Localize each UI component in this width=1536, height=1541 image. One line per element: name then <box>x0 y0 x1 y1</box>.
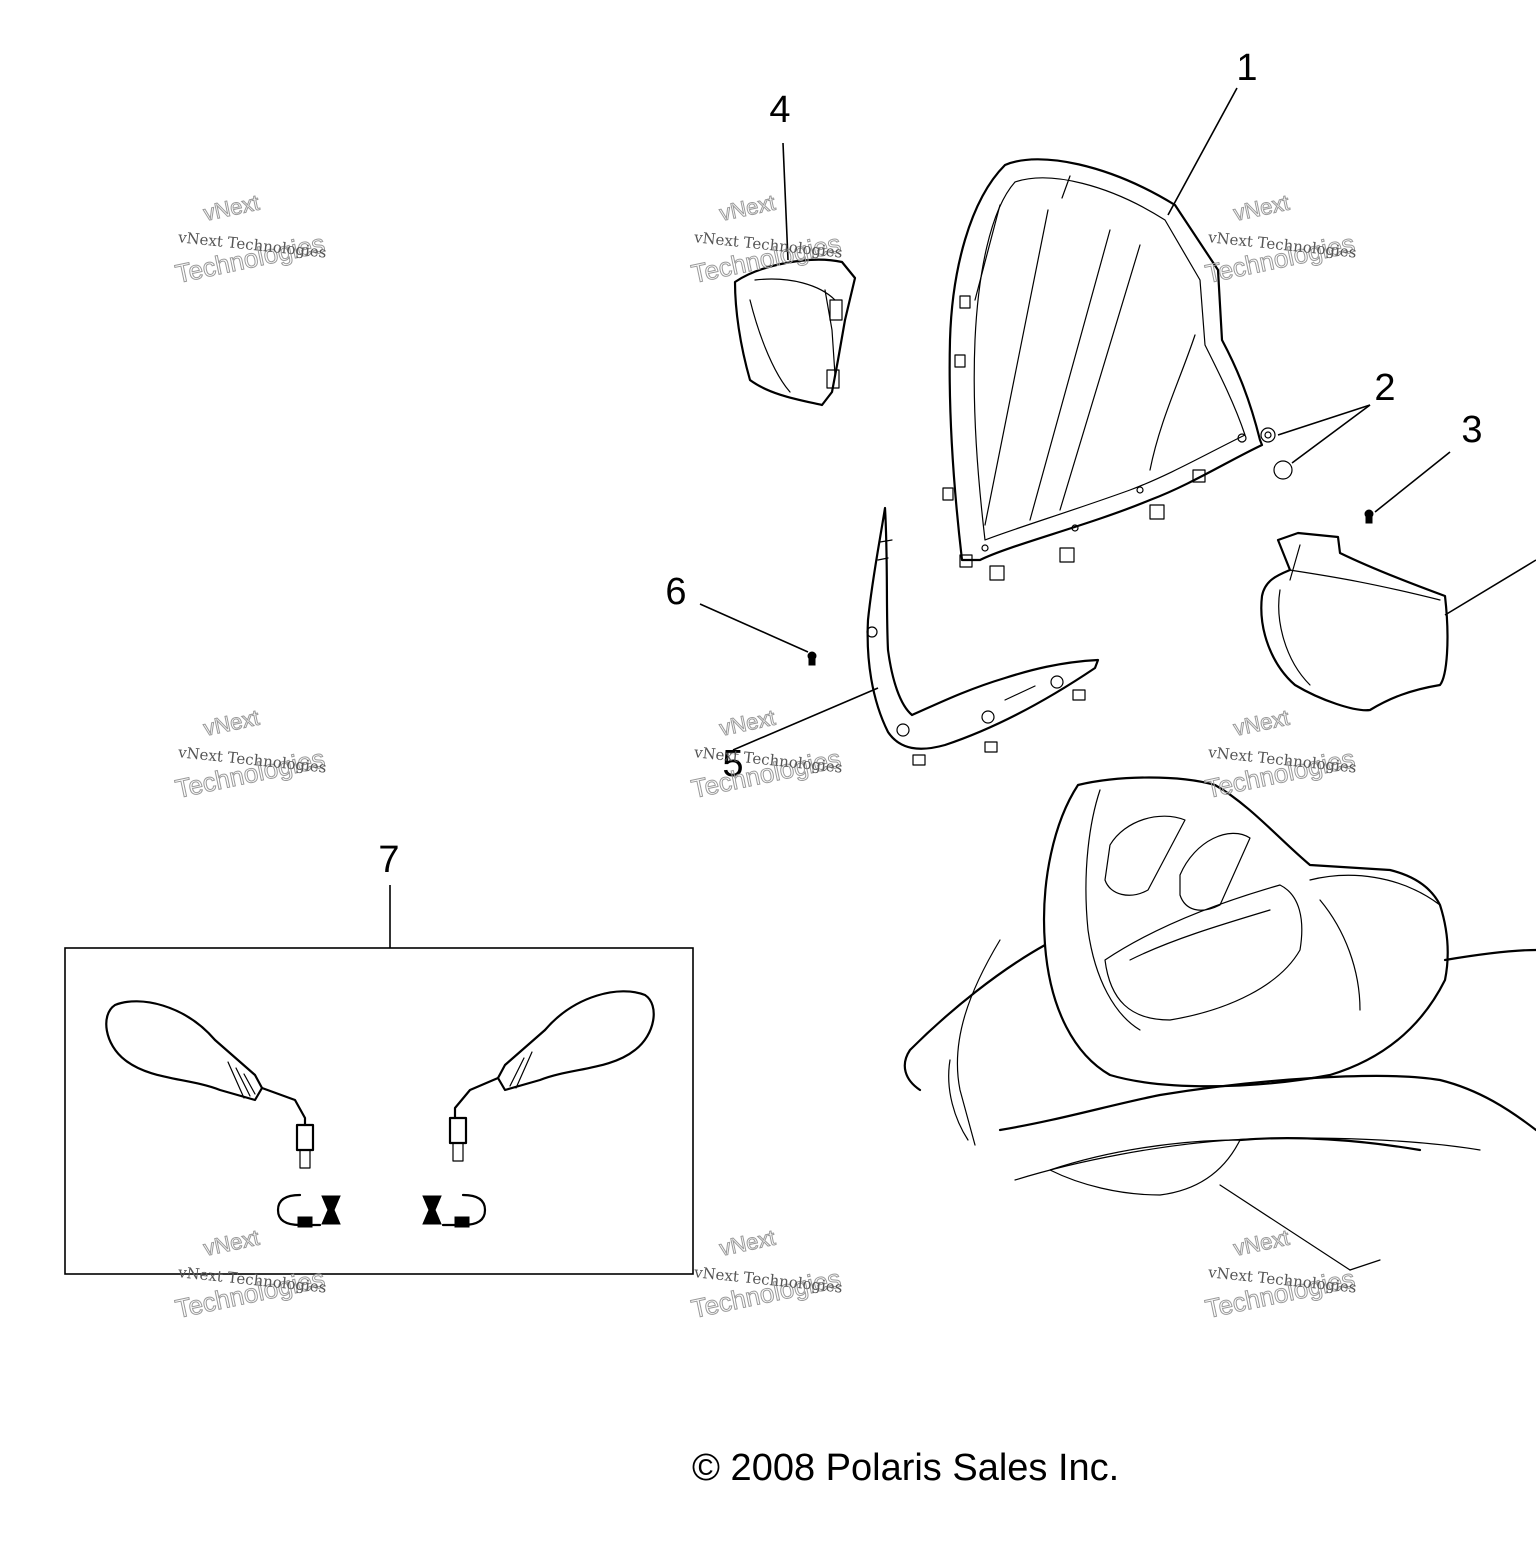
watermark-2: vNext Technologies vNext Technologies <box>688 189 844 289</box>
callout-7: 7 <box>378 839 399 881</box>
callout-2: 2 <box>1374 367 1395 409</box>
screw-part-3 <box>1364 509 1374 524</box>
screw-part-6 <box>807 651 817 666</box>
windshield-part <box>942 158 1264 581</box>
hood-body-part <box>903 776 1536 1271</box>
callout-6: 6 <box>665 571 686 613</box>
watermark-5: vNext Technologies vNext Technologies <box>688 704 844 804</box>
watermark-7: vNext Technologies vNext Technologies <box>172 1224 328 1324</box>
callout-labels: 1 2 3 4 5 6 7 <box>378 47 1482 881</box>
watermark-9: vNext Technologies vNext Technologies <box>1202 1224 1358 1324</box>
svg-text:vNext: vNext <box>201 1225 261 1261</box>
watermark-4: vNext Technologies vNext Technologies <box>172 704 328 804</box>
callout-1: 1 <box>1236 47 1257 89</box>
right-hand-guard-part <box>1260 531 1449 712</box>
watermark-6: vNext Technologies vNext Technologies <box>1202 704 1358 804</box>
nut-and-cap-part <box>1260 427 1293 480</box>
svg-text:vNext: vNext <box>717 1225 777 1261</box>
callout-3: 3 <box>1461 409 1482 451</box>
leader-lines <box>389 87 1536 948</box>
callout-5: 5 <box>722 743 743 785</box>
left-hand-guard-part <box>733 258 857 407</box>
svg-text:vNext: vNext <box>201 190 261 226</box>
watermark-8: vNext Technologies vNext Technologies <box>688 1224 844 1324</box>
watermark-1: vNext Technologies vNext Technologies <box>172 189 328 289</box>
right-mirror-part <box>422 990 655 1228</box>
svg-text:vNext: vNext <box>717 190 777 226</box>
callout-4: 4 <box>769 89 790 131</box>
watermark-3: vNext Technologies vNext Technologies <box>1202 189 1358 289</box>
mirror-kit-box <box>64 947 694 1275</box>
left-mirror-part <box>105 1000 341 1228</box>
trim-piece-part <box>866 506 1100 766</box>
svg-text:vNext: vNext <box>201 705 261 741</box>
svg-text:vNext: vNext <box>1231 190 1291 226</box>
svg-text:vNext: vNext <box>1231 1225 1291 1261</box>
svg-text:vNext: vNext <box>1231 705 1291 741</box>
copyright-text: © 2008 Polaris Sales Inc. <box>692 1447 1119 1489</box>
